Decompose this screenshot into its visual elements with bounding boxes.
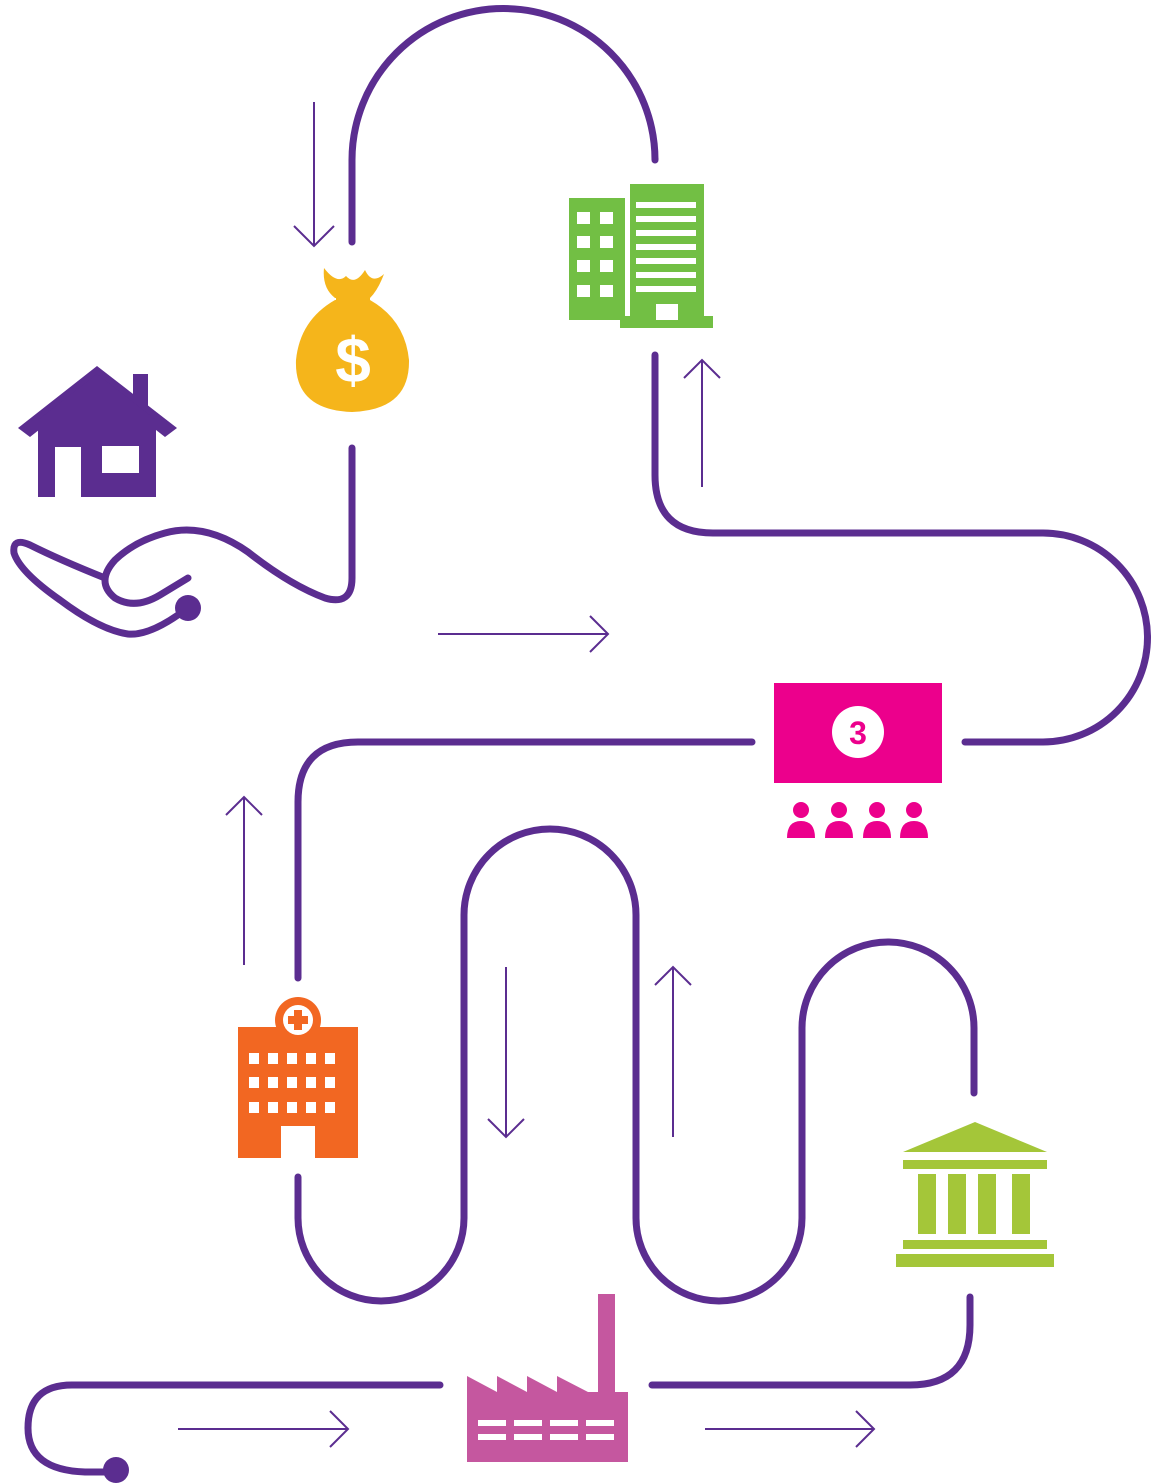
path-segment-cinema-left [294,738,756,982]
path-segment-office-loop [651,351,1151,746]
path-segment-serpentine [294,825,978,1305]
flow-path [10,5,1151,1476]
money-bag-icon: $ [295,268,410,412]
path-segment-hand [10,538,189,638]
path-end-dot-hand [175,595,201,621]
dollar-sign: $ [335,324,371,396]
house-icon [18,366,177,497]
arrow-right-icon [178,1410,350,1448]
path-segment-to-hand [101,444,356,607]
arrows [178,102,876,1448]
office-building-icon [569,184,713,328]
arrow-up-icon [654,965,692,1137]
arrow-right-icon [705,1410,876,1448]
hospital-icon [238,997,358,1158]
path-end-dot-bottom [103,1457,129,1483]
cinema-screen-icon: 3 [774,683,942,783]
arrow-down-icon [293,102,335,248]
factory-icon [467,1294,628,1462]
path-segment-top-loop [348,5,659,246]
path-segment-bottom [24,1381,444,1476]
screen-number-badge: 3 [849,715,867,751]
arrow-down-icon [487,967,525,1139]
audience-icon [787,802,928,838]
bank-icon [896,1122,1054,1267]
arrow-up-icon [225,795,263,965]
arrow-up-icon [683,358,721,487]
path-segment-bank-down [648,1293,974,1389]
arrow-right-icon [438,615,610,653]
